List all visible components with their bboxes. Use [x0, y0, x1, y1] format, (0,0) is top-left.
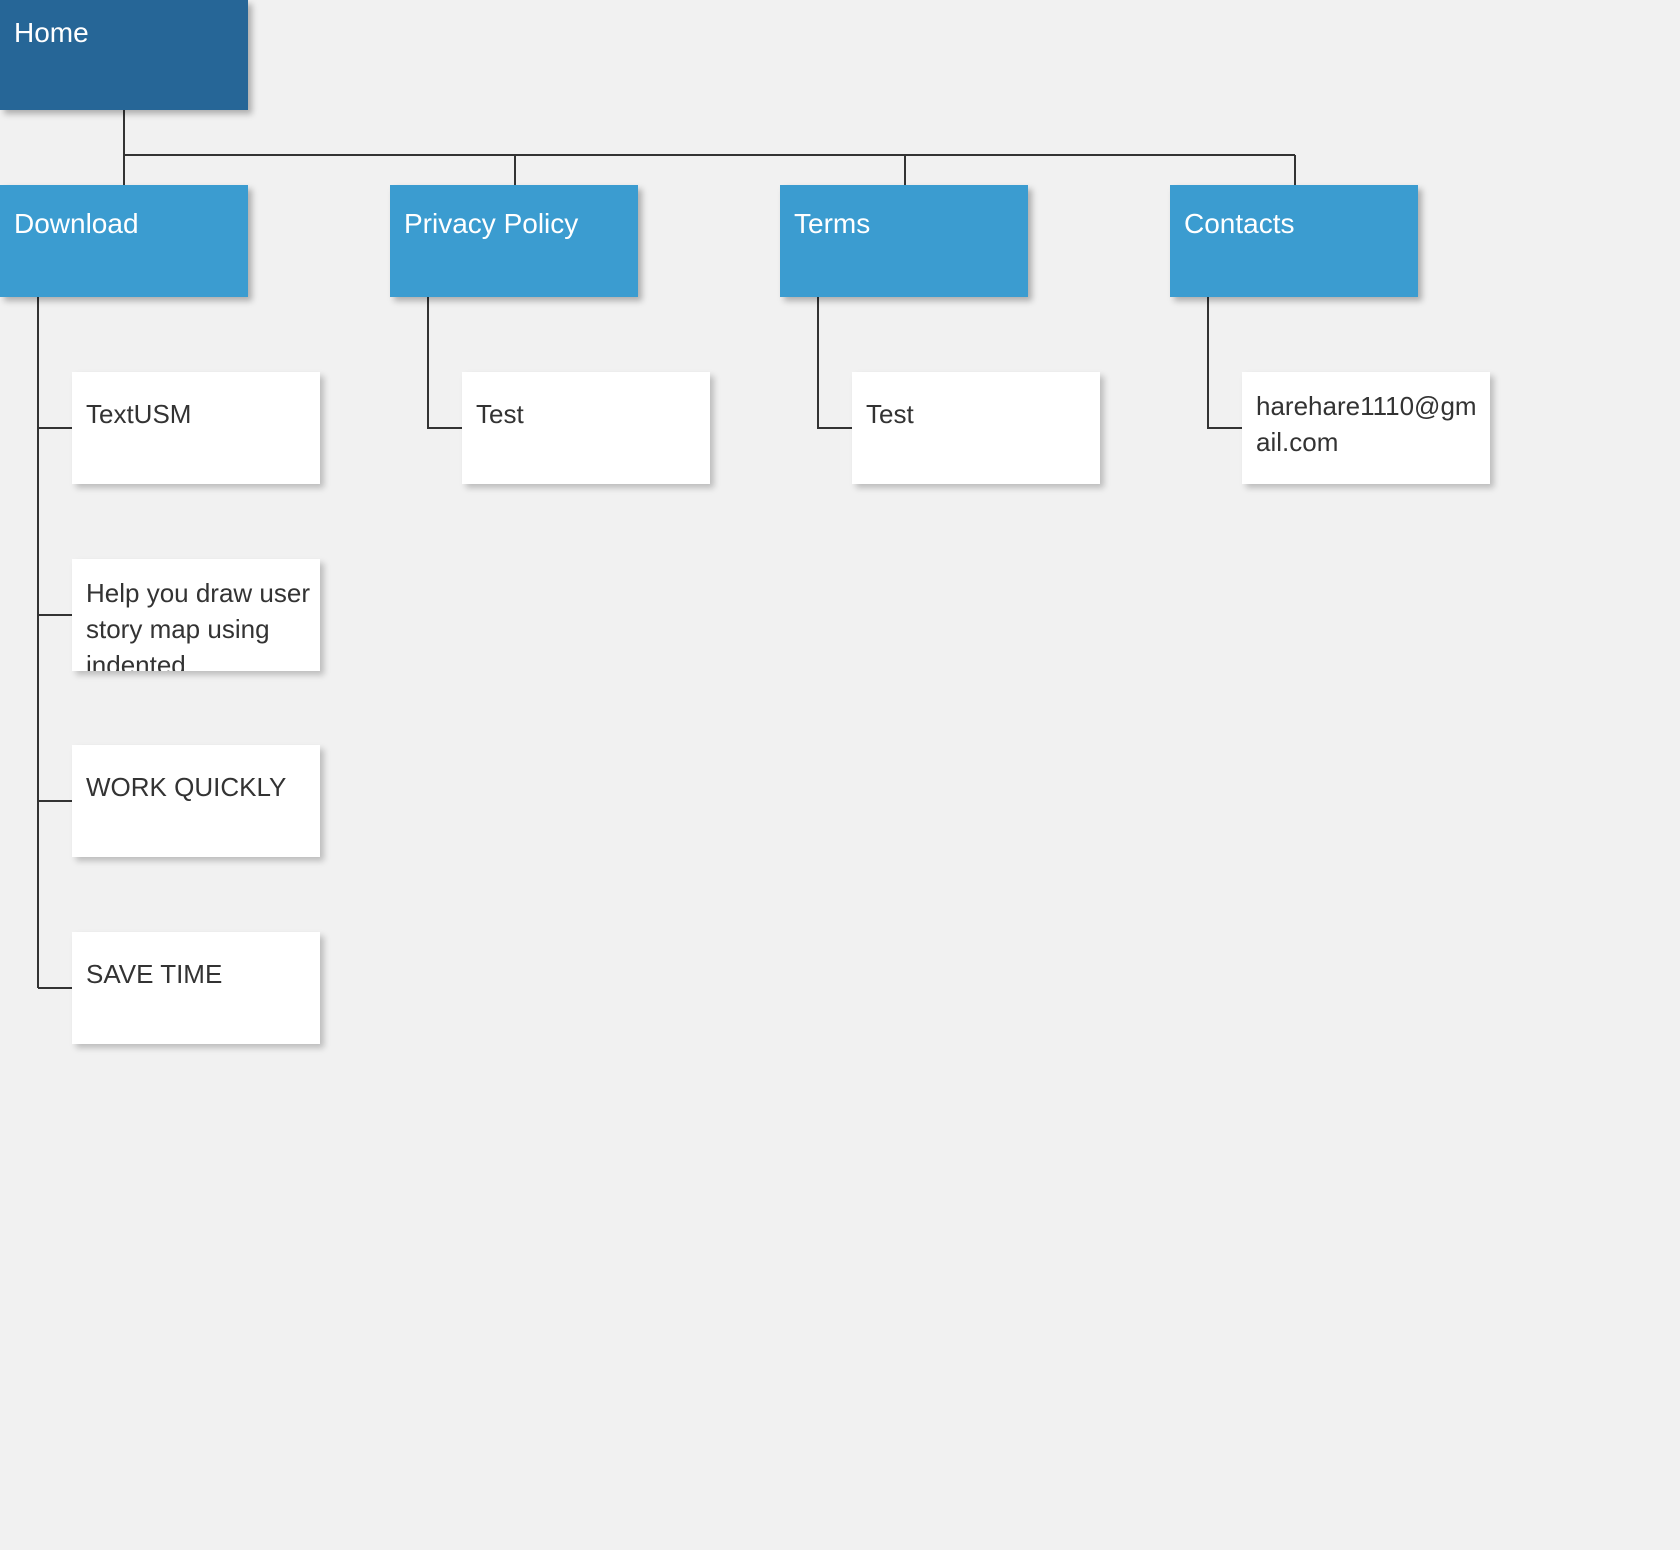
node-download-label: Download	[14, 208, 139, 239]
node-contacts[interactable]: Contacts	[1170, 185, 1418, 297]
node-terms-test-label: Test	[866, 399, 914, 429]
node-save-time[interactable]: SAVE TIME	[72, 932, 320, 1044]
node-save-time-label: SAVE TIME	[86, 959, 223, 989]
node-privacy-policy-label: Privacy Policy	[404, 208, 579, 239]
node-work-quickly-label: WORK QUICKLY	[86, 772, 287, 802]
node-help-draw-label: Help you draw user story map using inden…	[86, 578, 318, 671]
node-contacts-label: Contacts	[1184, 208, 1295, 239]
node-help-draw[interactable]: Help you draw user story map using inden…	[72, 559, 320, 671]
node-textusm[interactable]: TextUSM	[72, 372, 320, 484]
node-home-label: Home	[14, 17, 89, 48]
edge-terms-to-test	[817, 297, 852, 429]
node-textusm-label: TextUSM	[86, 399, 192, 429]
edge-contacts-to-email	[1207, 297, 1242, 429]
node-privacy-test-label: Test	[476, 399, 524, 429]
node-terms-test[interactable]: Test	[852, 372, 1100, 484]
node-contacts-email-label: harehare1110@gmail.com	[1256, 391, 1477, 457]
node-privacy-test[interactable]: Test	[462, 372, 710, 484]
node-download[interactable]: Download	[0, 185, 248, 297]
node-work-quickly[interactable]: WORK QUICKLY	[72, 745, 320, 857]
edge-privacy-to-test	[427, 297, 462, 429]
node-home[interactable]: Home	[0, 0, 248, 110]
node-contacts-email[interactable]: harehare1110@gmail.com	[1242, 372, 1490, 484]
node-terms[interactable]: Terms	[780, 185, 1028, 297]
node-privacy-policy[interactable]: Privacy Policy	[390, 185, 638, 297]
node-terms-label: Terms	[794, 208, 871, 239]
